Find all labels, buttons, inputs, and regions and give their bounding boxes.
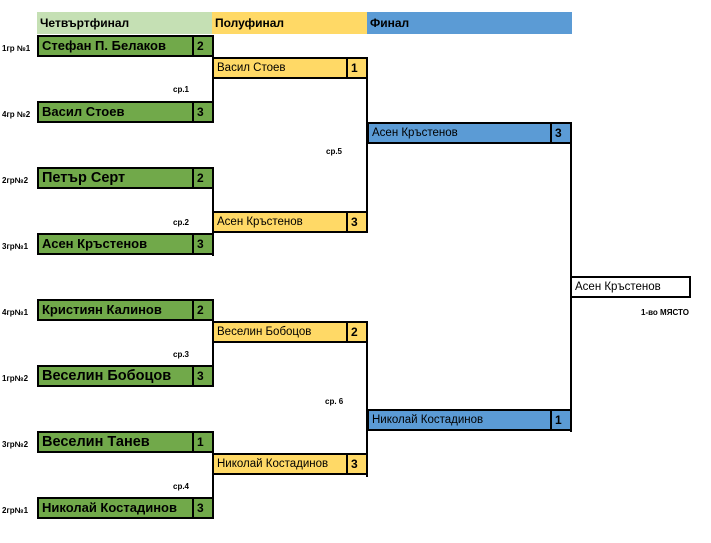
group-label: 3гр№2 <box>2 440 29 449</box>
sf-name: Николай Костадинов <box>217 458 329 470</box>
qf-score: 1 <box>192 433 212 451</box>
sf-name: Асен Кръстенов <box>217 216 303 228</box>
qf-score: 3 <box>192 103 212 121</box>
sf-score: 1 <box>346 59 366 77</box>
sf-score: 3 <box>346 213 366 231</box>
sf-entry-3: Веселин Бобоцов 2 <box>212 321 368 343</box>
qf-name: Веселин Танев <box>42 434 150 450</box>
match-label-5: ср.5 <box>326 147 343 156</box>
winner-name: Асен Кръстенов <box>575 281 661 293</box>
group-label: 4гр№1 <box>2 308 29 317</box>
match-label-2: ср.2 <box>173 218 190 227</box>
group-label: 4гр №2 <box>2 110 31 119</box>
match-label-1: ср.1 <box>173 85 190 94</box>
final-entry-1: Асен Кръстенов 3 <box>367 122 572 144</box>
sf-entry-4: Николай Костадинов 3 <box>212 453 368 475</box>
header-final: Финал <box>367 12 572 34</box>
connector-sf-bottom <box>366 332 368 477</box>
connector-qf4 <box>212 442 214 519</box>
qf-name: Петър Серт <box>42 170 126 186</box>
qf-name: Стефан П. Белаков <box>42 38 166 53</box>
final-entry-2: Николай Костадинов 1 <box>367 409 572 431</box>
qf-entry-1: Стефан П. Белаков 2 <box>37 35 214 57</box>
final-name: Асен Кръстенов <box>372 127 458 139</box>
connector-qf3 <box>212 310 214 387</box>
first-place-label: 1-во МЯСТО <box>641 308 689 317</box>
sf-score: 3 <box>346 455 366 473</box>
qf-name: Николай Костадинов <box>42 500 177 515</box>
qf-entry-6: Веселин Бобоцов 3 <box>37 365 214 387</box>
qf-score: 2 <box>192 169 212 187</box>
header-semifinal: Полуфинал <box>212 12 367 34</box>
qf-score: 3 <box>192 367 212 385</box>
group-label: 2гр№1 <box>2 506 29 515</box>
sf-name: Веселин Бобоцов <box>217 326 312 338</box>
group-label: 1гр №1 <box>2 44 31 53</box>
match-label-3: ср.3 <box>173 350 190 359</box>
qf-entry-3: Петър Серт 2 <box>37 167 214 189</box>
connector-qf1 <box>212 46 214 123</box>
header-quarterfinal: Четвъртфинал <box>37 12 212 34</box>
connector-sf-top <box>366 68 368 233</box>
qf-entry-2: Васил Стоев 3 <box>37 101 214 123</box>
qf-name: Кристиян Калинов <box>42 302 162 317</box>
qf-name: Васил Стоев <box>42 104 125 119</box>
sf-name: Васил Стоев <box>217 62 286 74</box>
group-label: 2гр№2 <box>2 176 29 185</box>
match-label-4: ср.4 <box>173 482 190 491</box>
qf-entry-5: Кристиян Калинов 2 <box>37 299 214 321</box>
qf-entry-8: Николай Костадинов 3 <box>37 497 214 519</box>
qf-score: 3 <box>192 235 212 253</box>
final-score: 3 <box>550 124 570 142</box>
qf-name: Веселин Бобоцов <box>42 368 172 384</box>
group-label: 3гр№1 <box>2 242 29 251</box>
sf-entry-2: Асен Кръстенов 3 <box>212 211 368 233</box>
qf-entry-4: Асен Кръстенов 3 <box>37 233 214 255</box>
qf-score: 2 <box>192 301 212 319</box>
qf-entry-7: Веселин Танев 1 <box>37 431 214 453</box>
qf-name: Асен Кръстенов <box>42 236 148 251</box>
winner-box: Асен Кръстенов <box>570 276 691 298</box>
sf-score: 2 <box>346 323 366 341</box>
final-name: Николай Костадинов <box>372 414 484 426</box>
sf-entry-1: Васил Стоев 1 <box>212 57 368 79</box>
match-label-6: ср. 6 <box>325 397 344 406</box>
final-score: 1 <box>550 411 570 429</box>
qf-score: 2 <box>192 37 212 55</box>
group-label: 1гр№2 <box>2 374 29 383</box>
qf-score: 3 <box>192 499 212 517</box>
